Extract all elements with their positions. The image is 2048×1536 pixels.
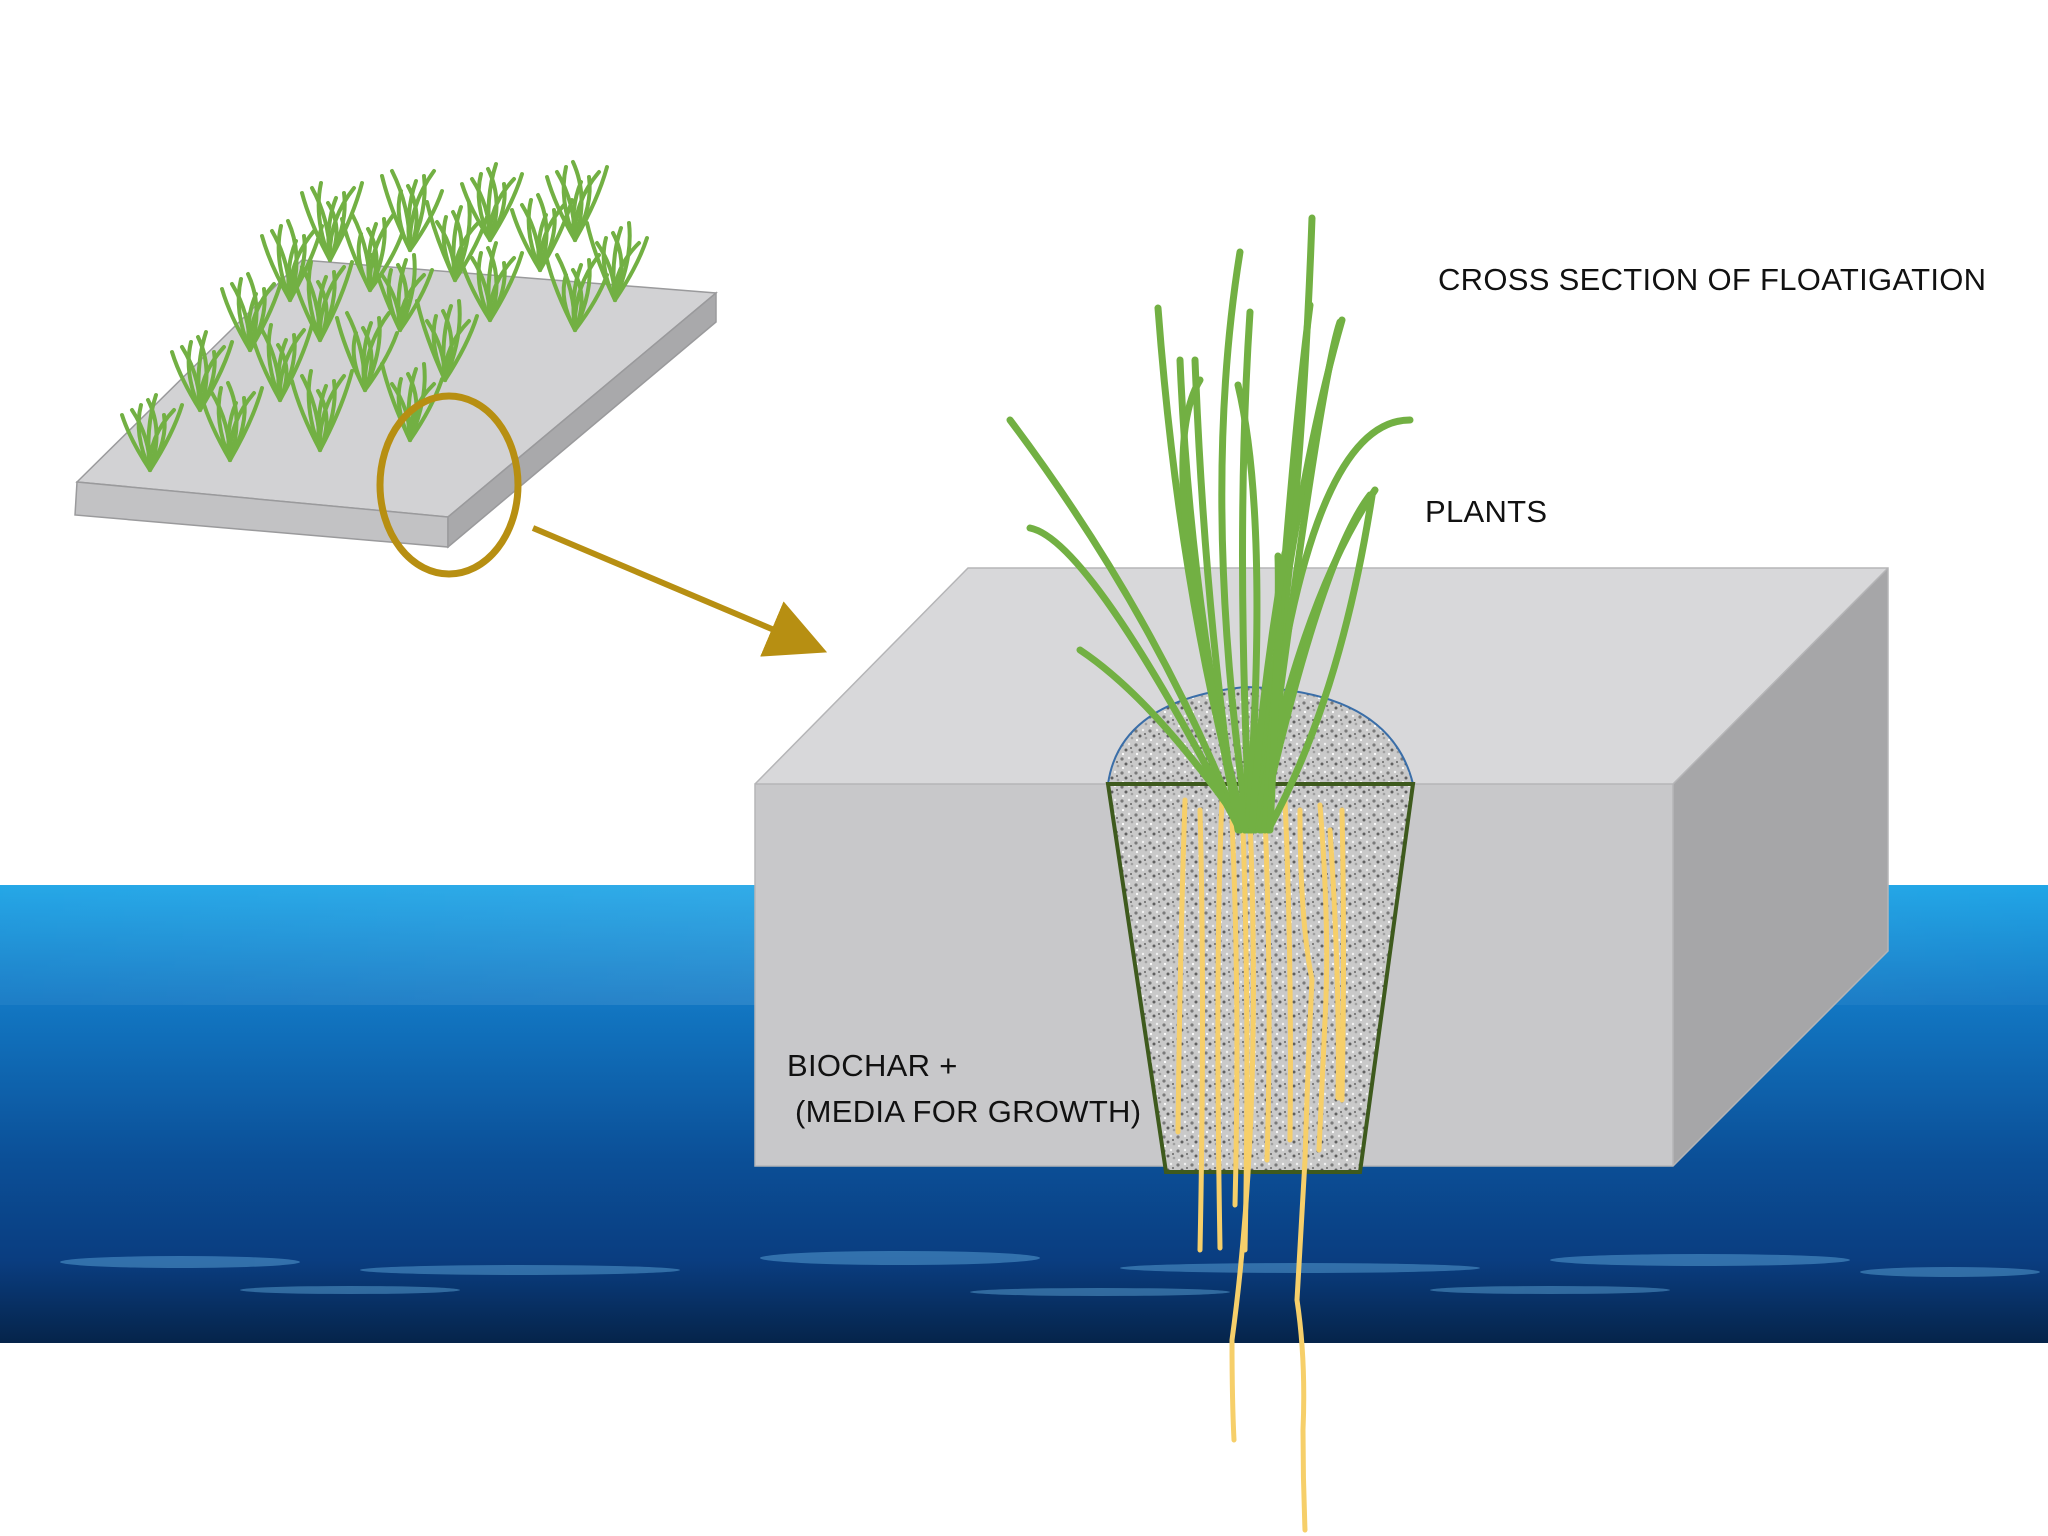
thumb-plant-tuft	[425, 200, 489, 282]
raft-side-face	[1673, 568, 1888, 1166]
diagram-title: CROSS SECTION OF FLOATIGATION	[1438, 262, 1987, 297]
zoom-arrow-icon	[531, 525, 828, 657]
thumb-plant-tuft	[545, 253, 609, 332]
thumb-plant-tuft	[290, 369, 354, 452]
media-label-line1: BIOCHAR +	[787, 1048, 958, 1083]
thumb-plant-tuft	[170, 330, 234, 412]
thumb-plant-tuft	[120, 393, 184, 472]
thumb-plant-tuft	[370, 253, 434, 332]
plants-label: PLANTS	[1425, 494, 1548, 529]
thumb-plant-tuft	[545, 160, 609, 242]
thumb-plant-rows	[120, 160, 649, 472]
raft-thumbnail	[74, 160, 718, 549]
thumb-plant-tuft	[300, 181, 364, 262]
thumb-plant-tuft	[585, 221, 649, 302]
thumb-plant-tuft	[460, 162, 524, 242]
thumb-plant-tuft	[415, 299, 479, 382]
thumb-plant-tuft	[290, 260, 354, 342]
thumb-plant-tuft	[220, 272, 284, 352]
raft-top-face	[755, 568, 1888, 784]
zoom-callout-circle	[376, 392, 522, 578]
plant-leaves	[1006, 214, 1414, 834]
thumb-plant-tuft	[200, 381, 264, 462]
thumb-plant-tuft	[380, 169, 444, 252]
media-label-line2: (MEDIA FOR GROWTH)	[795, 1094, 1142, 1129]
thumb-plant-tuft	[250, 323, 314, 402]
plant-roots	[1175, 797, 1346, 1533]
thumb-plant-tuft	[335, 311, 399, 392]
